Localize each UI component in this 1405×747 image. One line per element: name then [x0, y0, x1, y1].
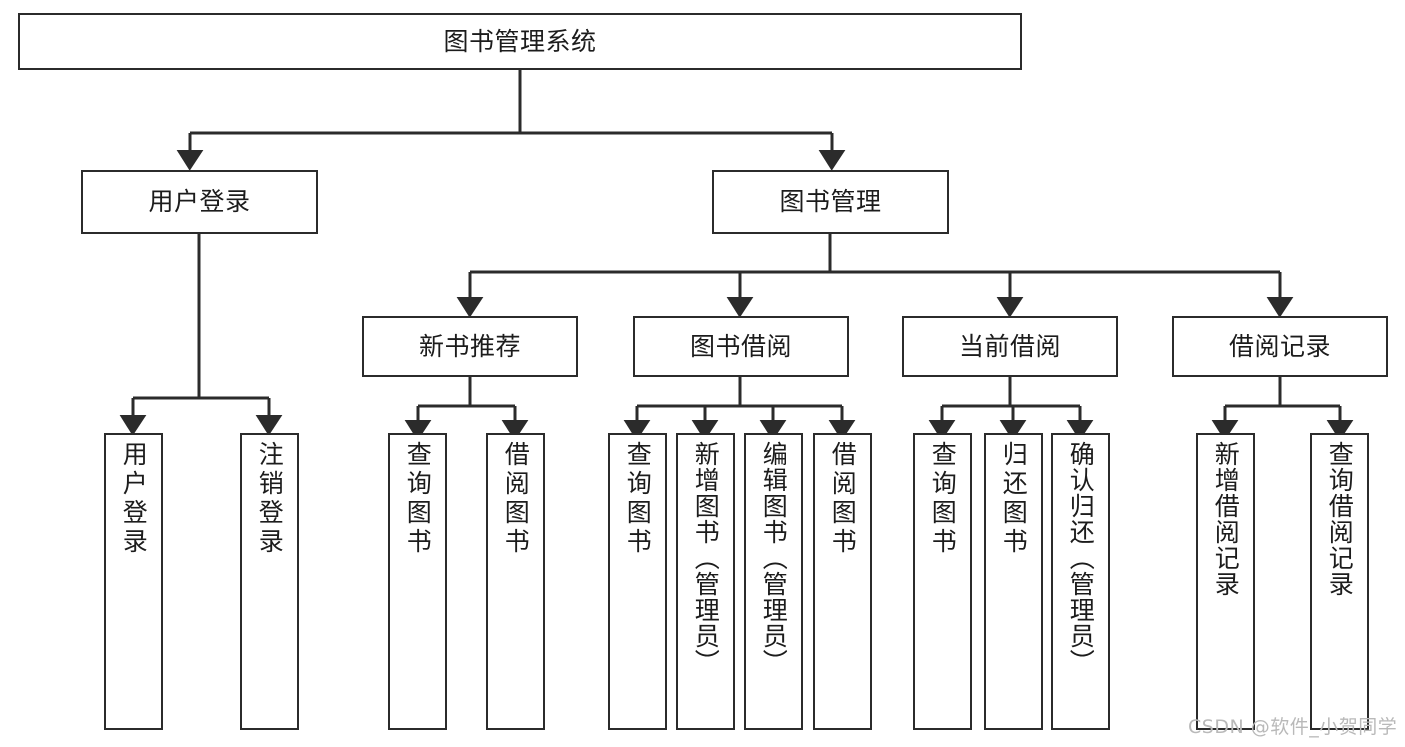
leaf-new-book-query[interactable]: 查询图书 [388, 433, 447, 730]
node-label: 用户登录 [148, 187, 251, 217]
node-user-login[interactable]: 用户登录 [81, 170, 318, 234]
leaf-current-borrow-query[interactable]: 查询图书 [913, 433, 972, 730]
leaf-user-login-login[interactable]: 用户登录 [104, 433, 163, 730]
leaf-current-borrow-confirm-return[interactable]: 确认归还（管理员） [1051, 433, 1110, 730]
node-borrow-record[interactable]: 借阅记录 [1172, 316, 1388, 377]
leaf-current-borrow-return[interactable]: 归还图书 [984, 433, 1043, 730]
node-label: 查询图书 [928, 441, 958, 557]
node-current-borrow[interactable]: 当前借阅 [902, 316, 1118, 377]
node-book-management[interactable]: 图书管理 [712, 170, 949, 234]
node-label: 归还图书 [999, 441, 1029, 557]
leaf-book-borrow-edit[interactable]: 编辑图书（管理员） [744, 433, 803, 730]
leaf-new-book-borrow[interactable]: 借阅图书 [486, 433, 545, 730]
node-label: 注销登录 [255, 441, 285, 557]
node-label: 图书管理 [779, 187, 882, 217]
node-label: 新增图书（管理员） [691, 441, 721, 675]
node-root-system[interactable]: 图书管理系统 [18, 13, 1022, 70]
watermark-text: CSDN @软件_小贺同学 [1188, 716, 1398, 738]
node-label: 用户登录 [119, 441, 149, 557]
node-new-book-recommend[interactable]: 新书推荐 [362, 316, 578, 377]
node-label: 新增借阅记录 [1211, 441, 1241, 597]
node-label: 查询借阅记录 [1325, 441, 1355, 597]
leaf-book-borrow-add[interactable]: 新增图书（管理员） [676, 433, 735, 730]
node-book-borrow[interactable]: 图书借阅 [633, 316, 849, 377]
leaf-user-login-logout[interactable]: 注销登录 [240, 433, 299, 730]
leaf-book-borrow-borrow[interactable]: 借阅图书 [813, 433, 872, 730]
node-label: 编辑图书（管理员） [759, 441, 789, 675]
node-label: 借阅图书 [828, 441, 858, 557]
node-label: 借阅图书 [501, 441, 531, 557]
node-label: 当前借阅 [958, 331, 1061, 361]
leaf-book-borrow-query[interactable]: 查询图书 [608, 433, 667, 730]
leaf-borrow-record-add[interactable]: 新增借阅记录 [1196, 433, 1255, 730]
leaf-borrow-record-query[interactable]: 查询借阅记录 [1310, 433, 1369, 730]
node-label: 借阅记录 [1228, 331, 1331, 361]
node-label: 查询图书 [403, 441, 433, 557]
node-label: 图书管理系统 [443, 26, 597, 56]
node-label: 查询图书 [623, 441, 653, 557]
node-label: 图书借阅 [689, 331, 792, 361]
node-label: 确认归还（管理员） [1066, 441, 1096, 675]
node-label: 新书推荐 [418, 331, 521, 361]
